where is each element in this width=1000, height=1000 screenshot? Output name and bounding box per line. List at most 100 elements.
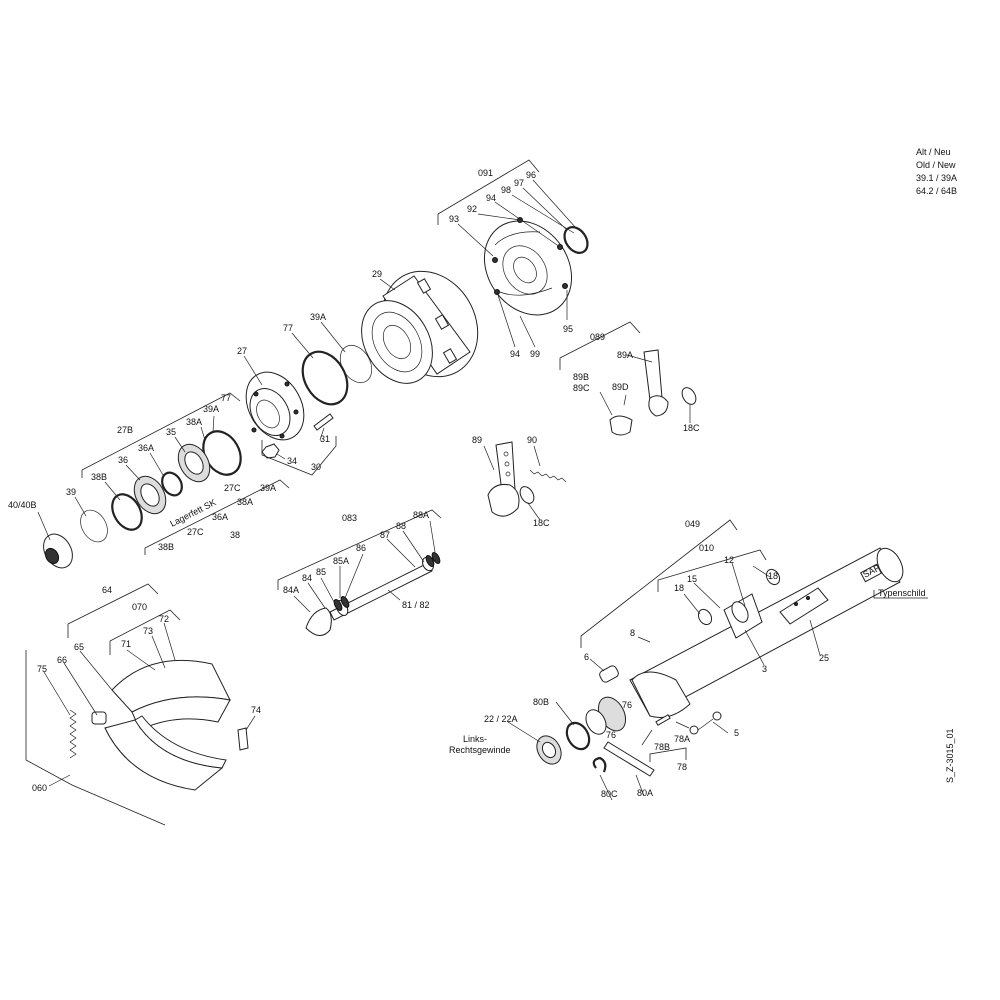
clevis-89b[interactable] bbox=[609, 415, 633, 436]
oring-39a-upper[interactable] bbox=[334, 340, 378, 389]
label-089: 089 bbox=[590, 332, 605, 342]
label-85: 85 bbox=[316, 567, 326, 577]
pin-78[interactable] bbox=[655, 714, 671, 726]
anchor-18c[interactable] bbox=[517, 385, 698, 506]
version-legend: Alt / Neu Old / New 39.1 / 39A 64.2 / 64… bbox=[916, 146, 976, 198]
label-72: 72 bbox=[159, 614, 169, 624]
label-96: 96 bbox=[526, 170, 536, 180]
tapered-bearing-35[interactable] bbox=[172, 439, 216, 488]
label-27: 27 bbox=[237, 346, 247, 356]
label-88: 88 bbox=[396, 521, 406, 531]
label-78A: 78A bbox=[674, 734, 690, 744]
wheel-stud[interactable] bbox=[313, 413, 334, 431]
label-30: 30 bbox=[311, 462, 321, 472]
label-98: 98 bbox=[501, 185, 511, 195]
tapered-bearing-36[interactable] bbox=[128, 471, 172, 520]
circlip-80c[interactable] bbox=[592, 756, 607, 773]
label-18C-a: 18C bbox=[683, 423, 700, 433]
label-89D: 89D bbox=[612, 382, 629, 392]
hub-cap-40[interactable] bbox=[38, 529, 79, 573]
label-39: 39 bbox=[66, 487, 76, 497]
dust-cover-6[interactable] bbox=[598, 664, 620, 683]
hose-80a[interactable] bbox=[603, 741, 655, 777]
label-36A-a: 36A bbox=[138, 443, 154, 453]
label-99: 99 bbox=[530, 349, 540, 359]
label-90: 90 bbox=[527, 435, 537, 445]
label-15: 15 bbox=[687, 574, 697, 584]
label-77-b: 77 bbox=[221, 393, 231, 403]
legend-line: 39.1 / 39A bbox=[916, 173, 958, 183]
seal-ring-38b[interactable] bbox=[106, 489, 148, 535]
label-40: 40/40B bbox=[8, 500, 37, 510]
type-plate-bracket-25[interactable] bbox=[779, 587, 829, 625]
shoe-spring-75[interactable] bbox=[69, 709, 77, 759]
slack-adjuster-89a[interactable] bbox=[643, 349, 669, 417]
grease-nipples[interactable] bbox=[689, 711, 722, 735]
return-spring-90[interactable] bbox=[529, 469, 567, 483]
label-27B: 27B bbox=[117, 425, 133, 435]
label-38A-b: 38A bbox=[237, 497, 253, 507]
label-rechtsgewinde: Rechtsgewinde bbox=[449, 745, 511, 755]
label-80A: 80A bbox=[637, 788, 653, 798]
label-78B: 78B bbox=[654, 742, 670, 752]
brake-shoe-lining[interactable] bbox=[111, 659, 231, 731]
axle-nut-22[interactable] bbox=[532, 732, 566, 769]
label-36A-b: 36A bbox=[212, 512, 228, 522]
label-80C: 80C bbox=[601, 789, 618, 799]
label-3: 3 bbox=[762, 664, 767, 674]
camshaft-bushings[interactable] bbox=[333, 551, 442, 611]
label-35: 35 bbox=[166, 427, 176, 437]
clamp-ring[interactable] bbox=[560, 223, 592, 257]
label-29: 29 bbox=[372, 269, 382, 279]
label-39A-b: 39A bbox=[203, 404, 219, 414]
label-18-a: 18 bbox=[768, 571, 778, 581]
label-93: 93 bbox=[449, 214, 459, 224]
bracket-lines bbox=[25, 159, 928, 826]
oring-39[interactable] bbox=[75, 505, 113, 546]
label-070: 070 bbox=[132, 602, 147, 612]
mounting-bracket-010[interactable] bbox=[723, 593, 763, 639]
label-66: 66 bbox=[57, 655, 67, 665]
label-92: 92 bbox=[467, 204, 477, 214]
dust-shield-plate[interactable] bbox=[467, 204, 590, 332]
legend-line: 64.2 / 64B bbox=[916, 186, 958, 196]
label-84: 84 bbox=[302, 573, 312, 583]
cam-head[interactable] bbox=[305, 607, 332, 636]
brake-drum[interactable] bbox=[347, 254, 496, 396]
axle-spindle[interactable] bbox=[582, 671, 691, 738]
legend-line: Old / New bbox=[916, 160, 956, 170]
label-85A: 85A bbox=[333, 556, 349, 566]
label-18C-b: 18C bbox=[533, 518, 550, 528]
label-77-a: 77 bbox=[283, 323, 293, 333]
label-18-b: 18 bbox=[674, 583, 684, 593]
label-81-82: 81 / 82 bbox=[402, 600, 430, 610]
leader-lines bbox=[37, 179, 821, 801]
wheel-hub[interactable] bbox=[234, 362, 315, 450]
label-95: 95 bbox=[563, 324, 573, 334]
label-84A: 84A bbox=[283, 585, 299, 595]
label-86: 86 bbox=[356, 543, 366, 553]
label-39A-a: 39A bbox=[310, 312, 326, 322]
bearing-cup-36a[interactable] bbox=[158, 469, 186, 499]
label-89B: 89B bbox=[573, 372, 589, 382]
slack-adjuster-89[interactable] bbox=[487, 441, 520, 517]
axle-beam[interactable] bbox=[629, 544, 908, 717]
shoe-roller-66[interactable] bbox=[91, 711, 107, 725]
label-80B: 80B bbox=[533, 697, 549, 707]
label-typenschild: Typenschild bbox=[878, 588, 926, 598]
label-8: 8 bbox=[630, 628, 635, 638]
seal-ring-77-upper[interactable] bbox=[294, 344, 357, 412]
brake-shoe-lower[interactable] bbox=[104, 715, 227, 791]
part-labels: 091 96 97 98 94 92 93 95 94 99 29 39A 77… bbox=[8, 168, 926, 799]
label-060: 060 bbox=[32, 783, 47, 793]
bracket-bushing-18[interactable] bbox=[696, 567, 782, 627]
label-27C-a: 27C bbox=[224, 483, 241, 493]
label-88A: 88A bbox=[413, 510, 429, 520]
shoe-clip-74[interactable] bbox=[237, 727, 249, 751]
legend-line: Alt / Neu bbox=[916, 147, 951, 157]
label-64: 64 bbox=[102, 585, 112, 595]
label-27C-b: 27C bbox=[187, 527, 204, 537]
seal-80b[interactable] bbox=[562, 719, 593, 753]
label-76-b: 76 bbox=[606, 730, 616, 740]
